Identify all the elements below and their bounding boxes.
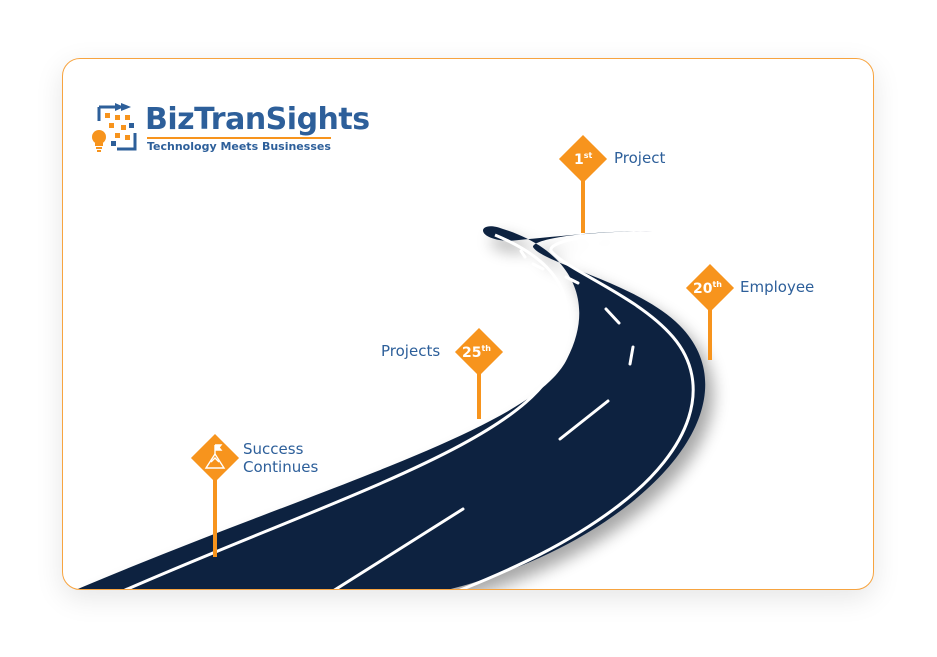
label-25th-projects: Projects xyxy=(381,342,441,360)
brand-logo: BizTranSights Technology Meets Businesse… xyxy=(91,103,370,157)
label-continues: Continues xyxy=(243,458,319,476)
sign-number-20: 20th xyxy=(693,280,722,297)
label-1st-project: Project xyxy=(614,149,666,167)
road-edge-line-left xyxy=(123,233,569,589)
mountain-flag-icon xyxy=(204,444,226,469)
road-edge-line-right xyxy=(458,231,695,589)
roadmap-card: BizTranSights Technology Meets Businesse… xyxy=(62,58,874,590)
sign-diamond xyxy=(685,263,735,313)
sign-diamond xyxy=(558,134,608,184)
roadmap-illustration: 1st 20th 25th xyxy=(77,134,735,589)
brand-tagline: Technology Meets Businesses xyxy=(147,137,331,154)
sign-diamond xyxy=(454,327,504,377)
sign-post xyxy=(477,369,481,419)
brand-name: BizTranSights xyxy=(145,102,370,137)
label-success-continues: Success Continues xyxy=(243,440,318,476)
lightbulb-logo-icon xyxy=(92,103,137,152)
milestone-success-continues xyxy=(190,433,240,557)
sign-number-25: 25th xyxy=(462,344,491,361)
milestone-25th-projects: 25th xyxy=(454,327,504,419)
milestone-20th-employee: 20th xyxy=(685,263,735,360)
road xyxy=(77,226,706,589)
milestone-1st-project: 1st xyxy=(558,134,608,233)
sign-number-1: 1st xyxy=(574,151,593,168)
sign-post xyxy=(581,177,585,233)
road-center-dashes xyxy=(333,249,635,589)
sign-post xyxy=(708,304,712,360)
sign-post xyxy=(213,475,217,557)
label-20th-employee: Employee xyxy=(740,278,815,296)
label-success: Success xyxy=(243,440,304,458)
